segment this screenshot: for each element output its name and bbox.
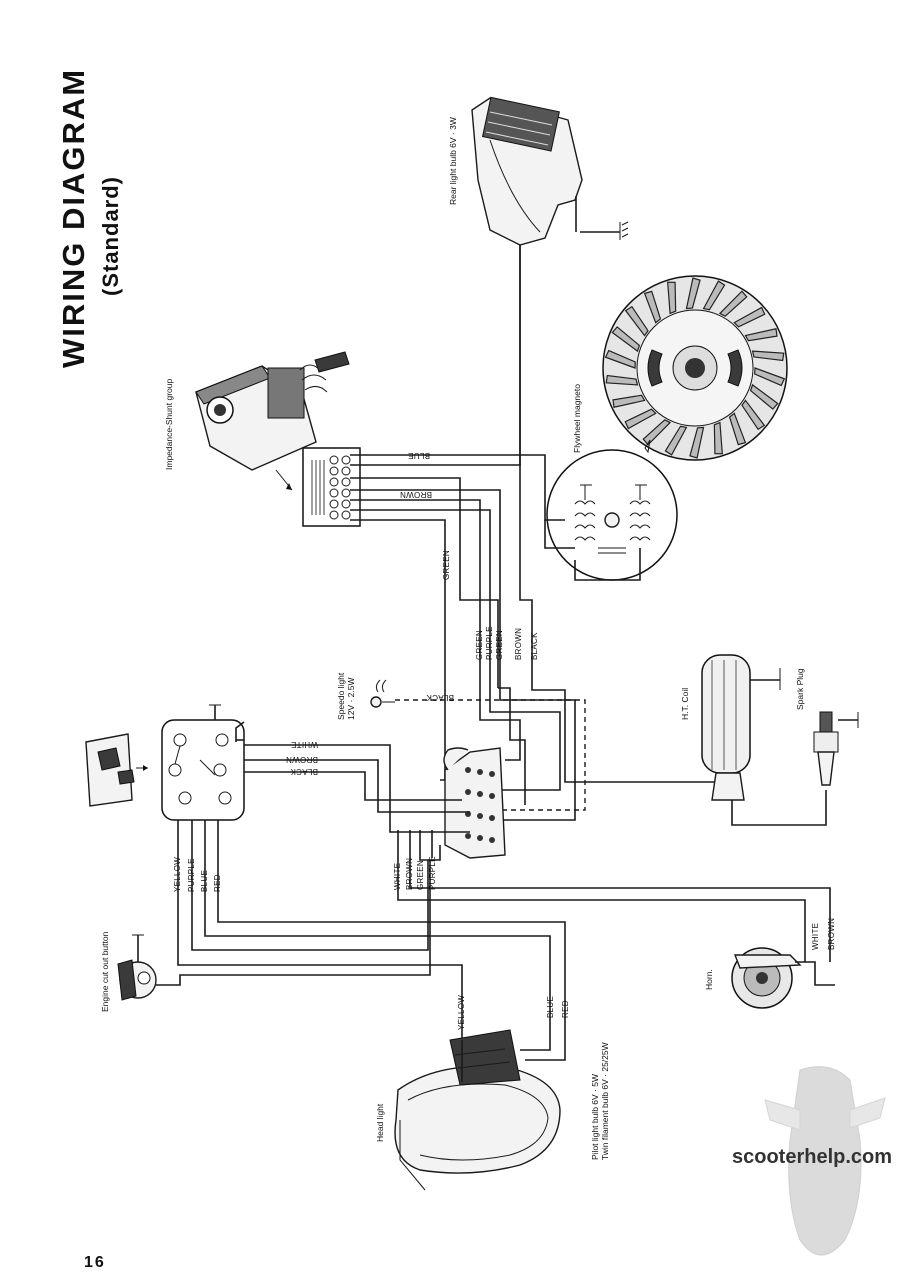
scooter-watermark-image	[764, 1066, 886, 1256]
pilot-label-2: Twin filament bulb 6V · 25/25W	[600, 1042, 610, 1160]
flywheel-fin	[642, 419, 672, 446]
bundle-label-3: GREEN	[495, 630, 504, 660]
mid-label-purple: PURPLE	[428, 856, 437, 890]
impedance-wires	[350, 245, 641, 781]
diagram-subtitle: (Standard)	[98, 176, 123, 296]
mid-label-white: WHITE	[393, 863, 402, 890]
bundle-label-5: BLACK	[530, 632, 539, 660]
speedo-label-1: Speedo light	[336, 672, 346, 720]
left-label-blue: BLUE	[200, 870, 209, 892]
flywheel-magneto	[602, 275, 788, 461]
wire-label-black-speedo: BLACK	[426, 693, 454, 702]
horn-label-brown: BROWN	[827, 918, 836, 950]
rear-light-label: Rear light bulb 6V · 3W	[448, 117, 458, 205]
magneto-schematic	[546, 439, 678, 581]
watermark-text: scooterhelp.com	[732, 1146, 893, 1168]
mid-bundle	[397, 830, 831, 962]
flywheel-fin	[702, 280, 726, 311]
wire-label-brown-top: BROWN	[400, 490, 432, 499]
page-number: 16	[84, 1254, 106, 1271]
terminal-block	[302, 447, 361, 527]
flywheel-fin	[728, 412, 747, 446]
head-light	[394, 1010, 566, 1191]
left-label-yellow: YELLOW	[173, 857, 182, 892]
left-label-purple: PURPLE	[187, 858, 196, 892]
flywheel-fin	[689, 426, 705, 459]
flywheel-fin	[667, 281, 677, 315]
headlight-label-blue: BLUE	[546, 996, 555, 1018]
speedo-light	[370, 679, 395, 708]
flywheel-fin	[643, 290, 662, 324]
mid-label-green: GREEN	[416, 860, 425, 890]
flywheel-fin	[664, 425, 688, 456]
ht-coil	[701, 654, 827, 826]
flywheel-fin	[751, 350, 785, 362]
impedance-label: Impedance-Shunt group	[164, 379, 174, 470]
flywheel-fin	[685, 277, 701, 310]
wire-label-blue-top: BLUE	[408, 451, 430, 460]
switch-label-brown: BROWN	[286, 755, 318, 764]
bundle-labels: GREEN PURPLE GREEN BROWN BLACK	[475, 626, 539, 660]
wire-label-green-left: GREEN	[442, 550, 451, 580]
flywheel-fin	[605, 374, 639, 386]
flywheel-fin	[624, 408, 657, 430]
flywheel-fin	[624, 305, 649, 337]
spark-plug	[813, 711, 859, 786]
headlight-label-red: RED	[561, 1000, 570, 1018]
impedance-shunt-group	[195, 351, 350, 491]
flywheel-fin	[741, 399, 766, 431]
left-bundle	[152, 820, 566, 1082]
light-switch	[85, 704, 245, 821]
left-label-red: RED	[213, 874, 222, 892]
spark-plug-label: Spark Plug	[795, 668, 805, 710]
headlight-label-yellow: YELLOW	[457, 995, 466, 1030]
ht-coil-label: H.T. Coil	[680, 688, 690, 720]
flywheel-fin	[611, 326, 641, 353]
pilot-label-1: Pilot light bulb 6V · 5W	[590, 1074, 600, 1160]
switch-label-black: BLACK	[290, 767, 318, 776]
flywheel-fin	[612, 394, 646, 408]
rear-light	[471, 96, 629, 246]
bundle-label-1: GREEN	[475, 630, 484, 660]
diagram-title: WIRING DIAGRAM	[56, 68, 91, 368]
horn-label: Horn.	[704, 969, 714, 990]
flywheel-fin	[744, 328, 778, 342]
mid-label-brown: BROWN	[405, 858, 414, 890]
switch-wires	[235, 721, 470, 833]
bundle-label-4: BROWN	[514, 628, 523, 660]
flywheel-fin	[749, 383, 779, 410]
bundle-label-2: PURPLE	[485, 626, 494, 660]
horn-label-white: WHITE	[811, 923, 820, 950]
flywheel-label: Flywheel magneto	[572, 384, 582, 453]
flywheel-fin	[733, 306, 766, 328]
flywheel-fin	[718, 290, 748, 317]
main-bundle	[395, 660, 720, 821]
engine-cut-label: Engine cut out button	[100, 931, 110, 1012]
switch-label-white: WHITE	[291, 740, 318, 749]
horn	[731, 947, 835, 1009]
flywheel-fin	[604, 349, 636, 369]
flywheel-fin	[713, 421, 723, 455]
engine-cut-out-button	[117, 934, 157, 1001]
connector-block	[443, 747, 506, 859]
speedo-label-2: 12V · 2.5W	[346, 677, 356, 720]
head-light-label: Head light	[375, 1103, 385, 1142]
flywheel-fin	[754, 367, 786, 387]
